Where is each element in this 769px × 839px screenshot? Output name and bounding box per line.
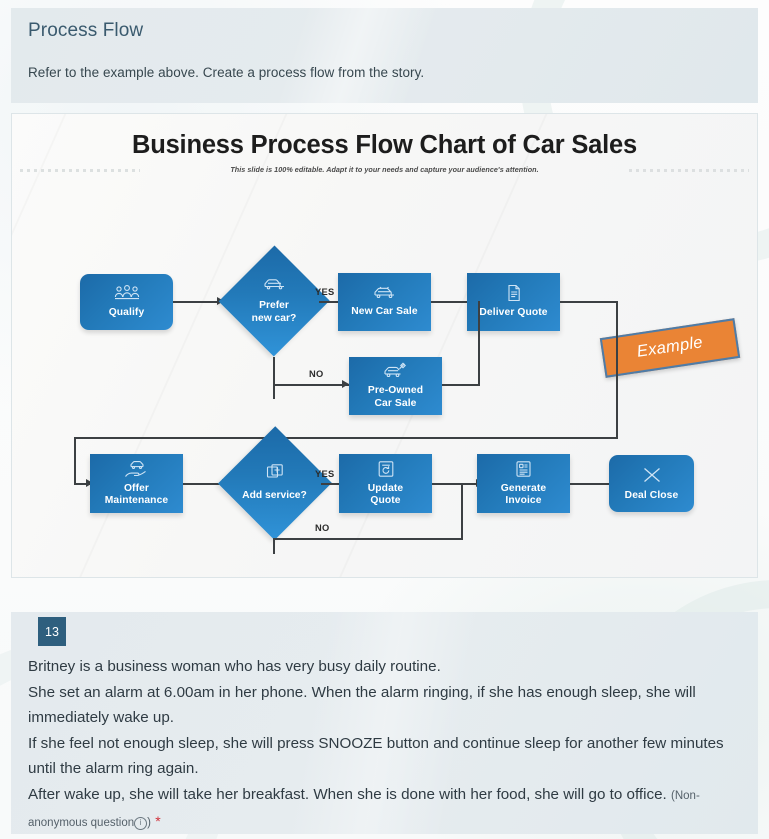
- flow-node-label: Offer Maintenance: [104, 482, 169, 507]
- non-anonymous-note-close: ): [147, 817, 151, 829]
- connector-deliver-down: [616, 301, 618, 439]
- connector-return-into-maintenance: [74, 483, 90, 485]
- service-hand-icon: [124, 460, 149, 478]
- question-line-text: After wake up, she will take her breakfa…: [28, 785, 667, 803]
- connector-prefer-no-right: [273, 384, 349, 386]
- flow-node-deliver-quote: Deliver Quote: [467, 273, 560, 331]
- new-car-icon: [372, 285, 397, 301]
- slide-light-streak: [12, 114, 84, 577]
- example-slide-image: Business Process Flow Chart of Car Sales…: [11, 113, 758, 578]
- people-group-icon: [114, 284, 140, 302]
- connector-update-to-invoice: [432, 483, 478, 485]
- arrowhead: [86, 479, 93, 487]
- process-flow-header-card: Process Flow Refer to the example above.…: [11, 8, 758, 103]
- slide-subtitle: This slide is 100% editable. Adapt it to…: [230, 165, 539, 174]
- decorative-dashed-rule: [629, 169, 749, 172]
- non-anonymous-note-text: (Non-anonymous question: [28, 789, 700, 830]
- flow-node-pre-owned-car-sale: Pre-Owned Car Sale: [349, 357, 442, 415]
- connector-preowned-up: [478, 301, 480, 385]
- flow-node-label: Deal Close: [624, 489, 679, 501]
- flow-node-label: Pre-Owned Car Sale: [367, 385, 424, 409]
- decorative-dashed-rule: [20, 169, 140, 172]
- page-title: Process Flow: [28, 20, 144, 41]
- question-text: Britney is a business woman who has very…: [28, 654, 738, 834]
- connector-addservice-no-down: [273, 540, 275, 554]
- flow-node-deal-close: Deal Close: [609, 455, 694, 512]
- connector-prefer-no-down: [273, 357, 275, 399]
- edge-label-no-bottom: NO: [315, 523, 330, 533]
- connector-maintenance-to-addservice: [183, 483, 225, 485]
- question-line: If she feel not enough sleep, she will p…: [28, 731, 738, 782]
- connector-newcar-to-deliver: [431, 301, 478, 303]
- document-icon: [506, 284, 522, 302]
- question-card: 13 Britney is a business woman who has v…: [11, 612, 758, 834]
- flow-node-generate-invoice: Generate Invoice: [477, 454, 570, 513]
- connector-addservice-no-up: [461, 483, 463, 539]
- instruction-text: Refer to the example above. Create a pro…: [28, 65, 425, 80]
- info-icon[interactable]: i: [134, 817, 148, 830]
- flow-node-label: Update Quote: [367, 482, 404, 507]
- example-badge-label: Example: [635, 333, 704, 361]
- update-doc-icon: [377, 460, 395, 478]
- connector-return-left: [74, 437, 618, 439]
- edge-label-no-top: NO: [309, 369, 324, 379]
- flow-node-qualify: Qualify: [80, 274, 173, 330]
- example-badge: Example: [599, 318, 741, 378]
- flow-node-offer-maintenance: Offer Maintenance: [90, 454, 183, 513]
- required-asterisk: *: [155, 813, 161, 829]
- flow-node-label: Deliver Quote: [479, 307, 548, 319]
- connector-deliver-right: [560, 301, 618, 303]
- connector-addservice-no-right: [273, 538, 463, 540]
- arrowhead: [342, 380, 349, 388]
- flow-node-label: New Car Sale: [351, 306, 418, 318]
- question-number-badge: 13: [38, 617, 66, 646]
- flow-node-new-car-sale: New Car Sale: [338, 273, 431, 331]
- flow-node-update-quote: Update Quote: [339, 454, 432, 513]
- cross-icon: [641, 465, 663, 485]
- question-line: She set an alarm at 6.00am in her phone.…: [28, 683, 696, 727]
- edge-label-yes-bottom: YES: [315, 469, 335, 479]
- connector-qualify-to-prefer: [173, 301, 219, 303]
- connector-return-down: [74, 437, 76, 485]
- question-line: Britney is a business woman who has very…: [28, 658, 441, 675]
- flow-node-label: Qualify: [108, 306, 145, 318]
- question-line-final: After wake up, she will take her breakfa…: [28, 782, 738, 835]
- connector-preowned-right: [442, 384, 480, 386]
- used-car-tag-icon: [383, 362, 408, 380]
- slide-title: Business Process Flow Chart of Car Sales: [131, 131, 637, 159]
- question-line-text: If she feel not enough sleep, she will p…: [28, 734, 724, 778]
- connector-invoice-to-dealclose: [570, 483, 612, 485]
- flow-node-label: Generate Invoice: [500, 482, 547, 507]
- flow-node-prefer-new-car: Prefer new car?: [218, 245, 330, 357]
- edge-label-yes-top: YES: [315, 287, 335, 297]
- invoice-icon: [515, 460, 532, 478]
- diamond-shape: [218, 245, 330, 357]
